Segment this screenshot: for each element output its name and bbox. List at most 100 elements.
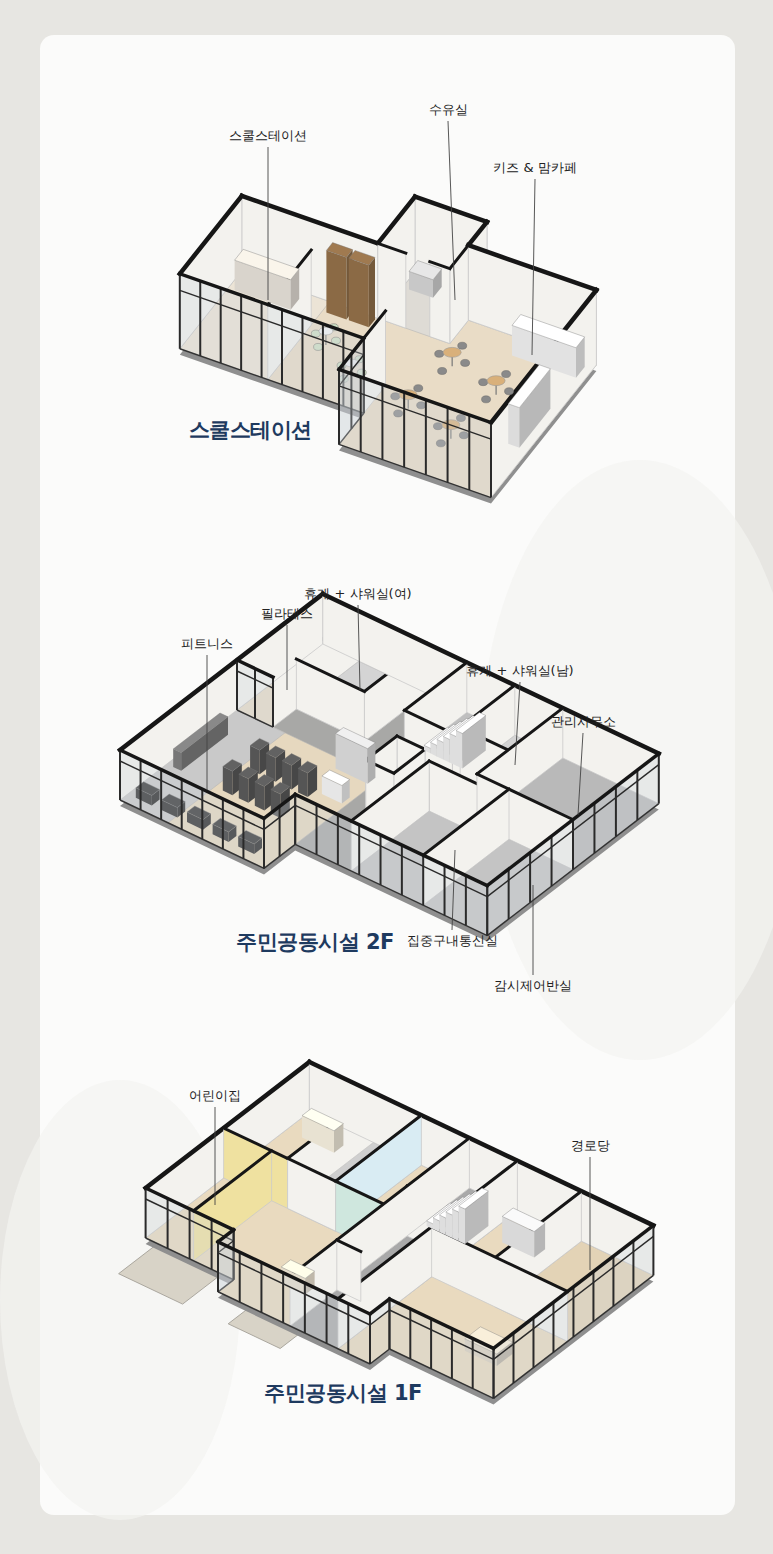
wall-base <box>370 1349 390 1364</box>
box-front <box>255 782 265 811</box>
mullion <box>508 869 510 919</box>
leader-line <box>578 733 583 815</box>
box-top <box>239 767 258 779</box>
furniture-box <box>322 770 350 804</box>
mullion <box>181 779 183 829</box>
mullion <box>360 377 362 452</box>
mullion <box>529 853 531 903</box>
chair <box>479 379 488 386</box>
mullion <box>444 865 446 915</box>
mullion <box>338 369 340 444</box>
chair <box>414 385 423 392</box>
mullion <box>304 1283 306 1333</box>
transom <box>264 805 295 829</box>
wall-top <box>194 1151 272 1211</box>
wall-base <box>339 444 491 497</box>
table-set <box>435 342 470 374</box>
chair <box>435 350 444 357</box>
wall-top <box>336 1181 384 1204</box>
wall <box>491 290 596 498</box>
wall-top <box>242 196 378 244</box>
wall-top <box>378 197 415 244</box>
wall-top <box>390 1299 494 1348</box>
leader-line <box>515 682 520 765</box>
callout-label: 휴게 + 샤워실(남) <box>466 663 573 679</box>
mullion <box>326 1293 328 1343</box>
section-title: 스쿨스테이션 <box>189 418 312 443</box>
wall-base <box>295 844 487 935</box>
mullion <box>272 677 274 727</box>
box-front <box>349 258 369 327</box>
box-top <box>326 243 352 258</box>
mullion <box>447 407 449 482</box>
mullion <box>652 1225 654 1275</box>
mullion <box>322 324 324 399</box>
glass-face <box>264 794 295 868</box>
mullion <box>468 415 470 490</box>
wall-top <box>237 660 273 677</box>
wall-top <box>120 750 264 818</box>
box-front <box>508 404 519 448</box>
glass-face <box>180 274 364 413</box>
furniture-box <box>456 713 486 769</box>
mullion <box>451 1329 453 1379</box>
box-top <box>456 713 486 734</box>
chair <box>502 371 511 378</box>
mullion <box>217 1242 219 1292</box>
transom <box>146 1199 234 1241</box>
mullion <box>632 1241 634 1291</box>
wall-top <box>295 794 487 885</box>
box-top <box>512 315 585 348</box>
mullion <box>552 1302 554 1352</box>
mullion <box>403 392 405 467</box>
glass-face <box>295 794 487 935</box>
callout-label: 감시제어반실 <box>494 978 572 994</box>
mullion <box>532 1318 534 1368</box>
mullion <box>490 423 492 498</box>
box-front <box>459 1206 465 1244</box>
callout-label: 키즈 & 맘카페 <box>493 160 576 176</box>
section-title: 주민공동시설 2F <box>236 930 394 955</box>
callout-label: 경로당 <box>571 1138 610 1154</box>
transom <box>339 386 491 439</box>
box-top <box>349 250 375 265</box>
wall-top <box>423 789 509 855</box>
wall <box>450 245 469 343</box>
glass-face <box>237 660 273 727</box>
box-top <box>409 261 442 280</box>
wall-top <box>146 1188 234 1230</box>
leader-line <box>448 121 455 300</box>
wall-top <box>487 754 659 886</box>
wall-top <box>180 274 364 338</box>
wall <box>339 369 491 497</box>
furniture-box <box>298 761 317 797</box>
mullion <box>612 1256 614 1306</box>
glass-face <box>487 754 659 936</box>
leader-line <box>532 179 535 355</box>
mullion <box>301 317 303 392</box>
box-top <box>302 1108 343 1130</box>
glass-face <box>120 750 264 868</box>
mullion <box>512 1333 514 1383</box>
leader-line <box>533 885 534 975</box>
wall <box>288 1158 336 1231</box>
mullion <box>493 1348 495 1398</box>
wall-top <box>218 1230 234 1242</box>
wall <box>494 1225 654 1398</box>
mullion <box>261 302 263 377</box>
transom <box>487 765 659 897</box>
mullion <box>222 799 224 849</box>
mullion <box>658 754 660 804</box>
chair <box>482 396 491 403</box>
wall <box>264 794 295 868</box>
leader-line <box>590 1157 591 1270</box>
wall-top <box>224 1128 288 1158</box>
wall-top <box>288 1158 336 1181</box>
floor-plan-illustration <box>119 1062 654 1404</box>
glass-walls <box>180 274 491 498</box>
wall-top <box>296 659 364 691</box>
mullion <box>211 1219 213 1269</box>
mullion <box>119 750 121 800</box>
leader-line <box>287 625 288 690</box>
